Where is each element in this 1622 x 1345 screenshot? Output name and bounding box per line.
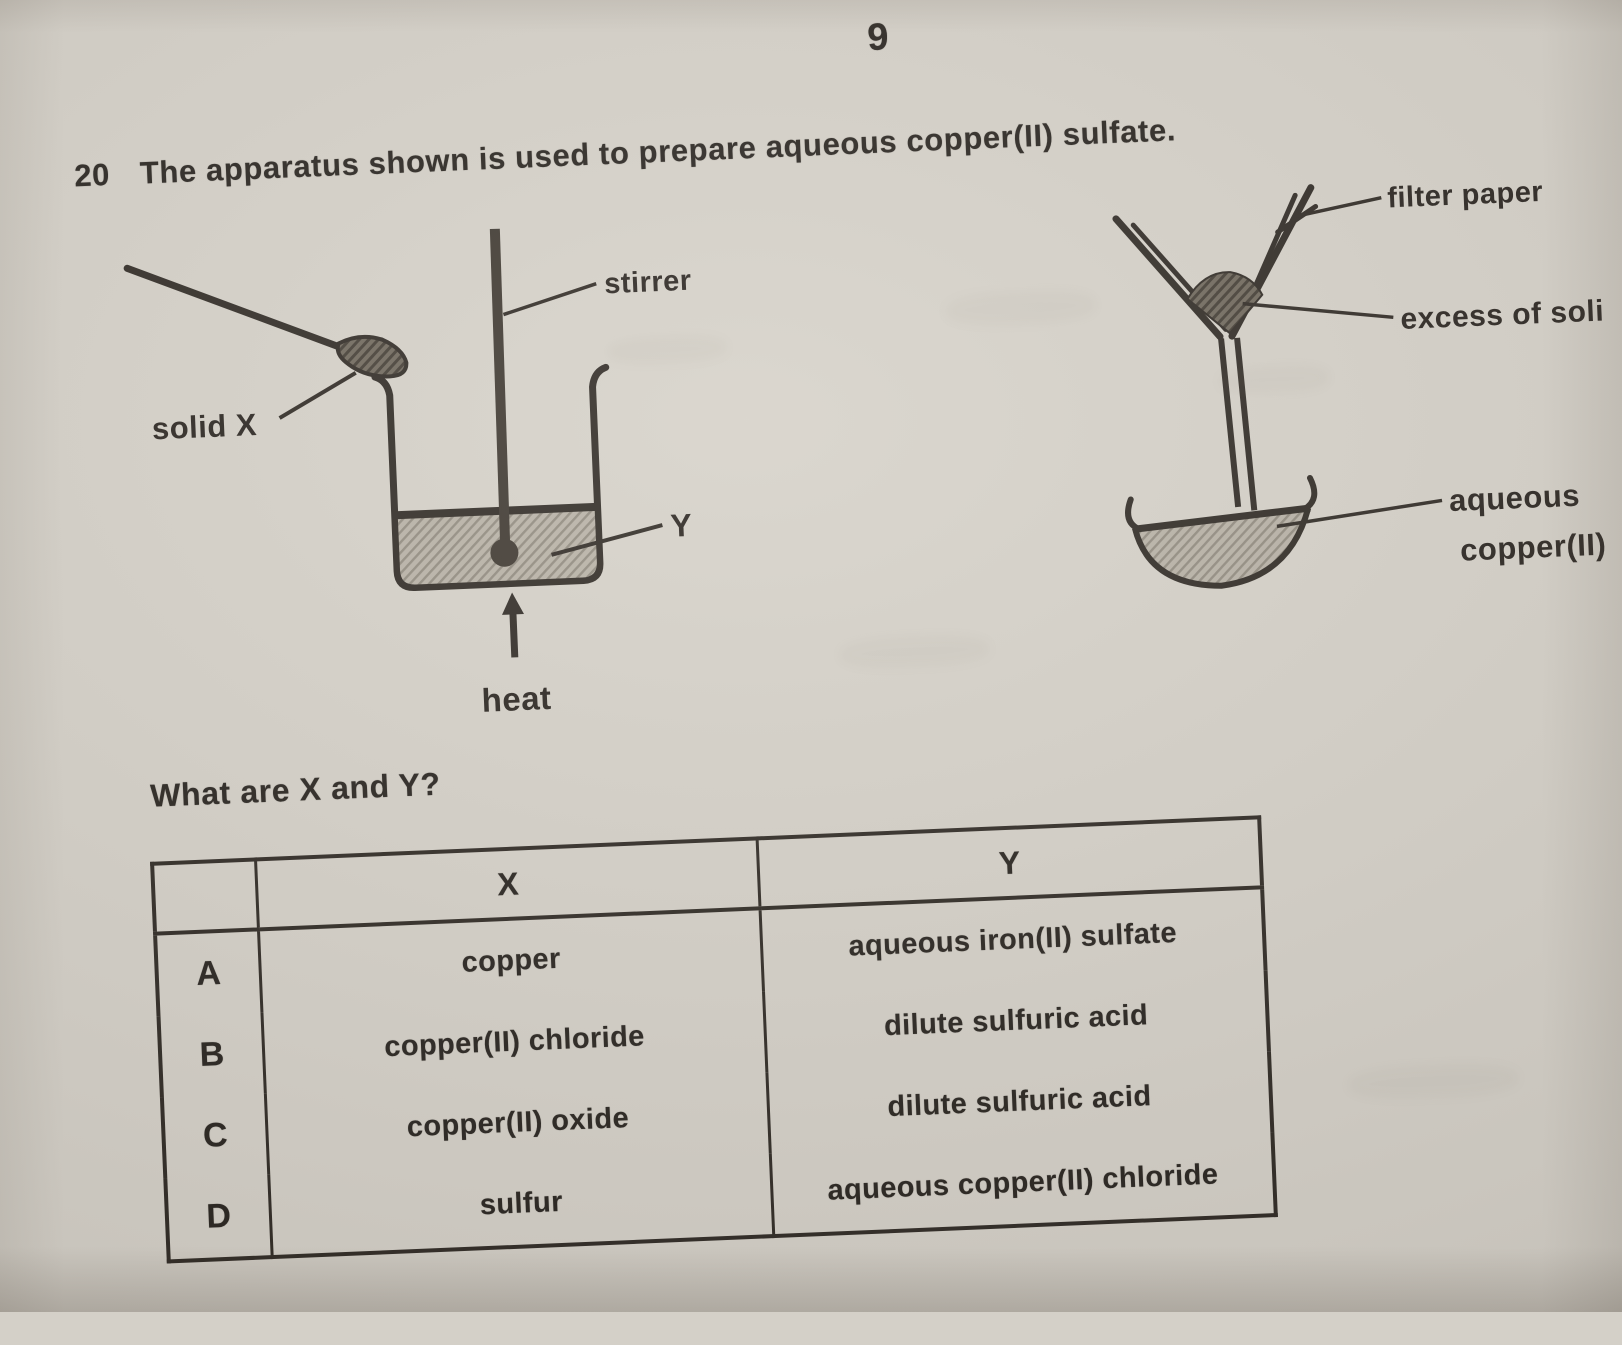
question-prompt: What are X and Y? bbox=[149, 765, 442, 814]
heat-arrow-head bbox=[502, 592, 524, 615]
heat-arrow-shaft bbox=[509, 610, 519, 658]
stirrer-leader-line bbox=[502, 282, 597, 317]
bleed-through-mark bbox=[839, 632, 991, 671]
funnel-wall-left-outer bbox=[1112, 215, 1224, 341]
header-letter-blank bbox=[152, 859, 259, 934]
stirrer-rod bbox=[489, 228, 511, 553]
beaker-outline bbox=[371, 363, 610, 592]
option-letter: C bbox=[202, 1115, 229, 1155]
funnel-stem-right bbox=[1234, 337, 1258, 511]
option-letter: B bbox=[198, 1034, 226, 1074]
funnel-stem-left bbox=[1218, 338, 1242, 508]
spatula-handle bbox=[123, 264, 345, 351]
option-letter: A bbox=[195, 953, 223, 994]
photographed-exam-page: { "page": { "number": "9", "question_num… bbox=[0, 0, 1622, 1312]
dish-lip-left bbox=[1125, 496, 1142, 533]
dish-liquid bbox=[1136, 509, 1307, 584]
answer-table: X Y A copper aqueous iron(II) sulfate B … bbox=[150, 815, 1278, 1264]
question-text: The apparatus shown is used to prepare a… bbox=[139, 112, 1177, 191]
aqueous-leader-line bbox=[1276, 498, 1443, 529]
solid-x-label: solid X bbox=[151, 407, 258, 446]
y-leader-line bbox=[551, 523, 663, 557]
stirrer-label: stirrer bbox=[604, 265, 693, 301]
filter-paper-leader-line bbox=[1295, 196, 1382, 219]
dish-lip-right bbox=[1301, 474, 1318, 513]
excess-solid-label: excess of soli bbox=[1400, 295, 1605, 337]
page-number: 9 bbox=[866, 16, 890, 60]
y-label: Y bbox=[670, 507, 693, 544]
spatula-solid-sample bbox=[335, 334, 409, 379]
filter-paper-label: filter paper bbox=[1387, 176, 1544, 214]
heat-label: heat bbox=[481, 679, 552, 719]
option-letter: D bbox=[205, 1196, 233, 1236]
stirrer-bead bbox=[490, 538, 519, 567]
aqueous-label-line2: copper(II) bbox=[1459, 527, 1607, 568]
dish-bowl-outline bbox=[1132, 507, 1312, 589]
solid-x-leader-line bbox=[278, 371, 357, 420]
filtration-diagram: filter paper excess of soli aqueous copp… bbox=[1112, 176, 1607, 589]
aqueous-label-line1: aqueous bbox=[1448, 478, 1580, 518]
bleed-through-mark bbox=[1347, 1060, 1519, 1102]
excess-solid-leader-line bbox=[1242, 301, 1394, 320]
excess-solid bbox=[1186, 271, 1264, 335]
liquid-surface-line bbox=[392, 502, 600, 520]
question-number: 20 bbox=[73, 156, 111, 194]
filter-paper-top-fold bbox=[1275, 203, 1319, 235]
dish-rim-line bbox=[1132, 504, 1311, 533]
beaker-apparatus-diagram: solid X stirrer Y heat bbox=[123, 228, 693, 719]
